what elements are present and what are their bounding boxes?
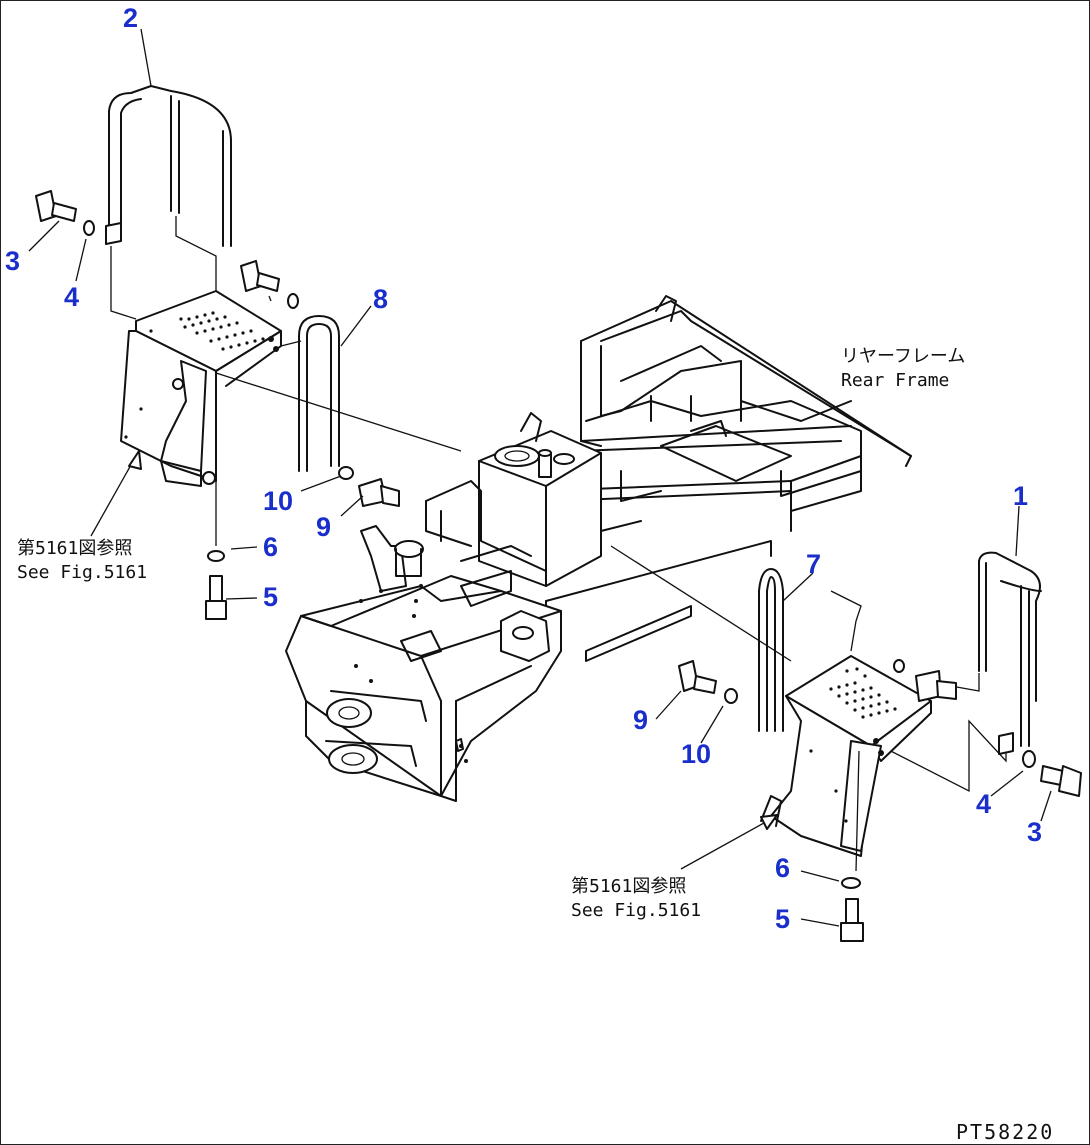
callout-4-right-washer: 4 xyxy=(976,789,992,819)
callout-10-left-washer: 10 xyxy=(263,486,294,516)
left-upper-bolt-drawing xyxy=(35,190,95,236)
callout-9-left-bolt: 9 xyxy=(316,512,332,542)
callout-3-left-bolt: 3 xyxy=(5,246,21,276)
right-plate-hole-pattern xyxy=(829,667,897,719)
rear-frame-label-jp: リヤーフレーム xyxy=(841,346,966,367)
reference-note-left-jp: 第5161図参照 xyxy=(17,538,133,559)
callout-8-left-grab-bar: 8 xyxy=(373,284,389,314)
callout-5-right-bolt: 5 xyxy=(775,904,791,934)
reference-note-right-en: See Fig.5161 xyxy=(571,900,702,921)
reference-note-right: 第5161図参照 See Fig.5161 xyxy=(571,875,701,923)
reference-note-left: 第5161図参照 See Fig.5161 xyxy=(17,537,147,585)
callout-2-left-handrail: 2 xyxy=(123,3,139,33)
callout-3-right-bolt: 3 xyxy=(1027,817,1043,847)
rear-frame-assembly xyxy=(285,295,912,802)
drawing-code: PT58220 xyxy=(956,1120,1055,1144)
callout-6-right-washer: 6 xyxy=(775,853,791,883)
callout-1-right-handrail: 1 xyxy=(1013,481,1029,511)
left-plate-hole-pattern xyxy=(179,311,265,351)
callout-5-left-bolt: 5 xyxy=(263,582,279,612)
right-handrail-assembly xyxy=(610,545,1082,942)
callout-9-right-bolt: 9 xyxy=(633,705,649,735)
reference-note-right-jp: 第5161図参照 xyxy=(571,876,687,897)
callout-leader-lines xyxy=(28,28,1052,927)
left-handrail-assembly xyxy=(35,85,462,620)
rear-frame-label-en: Rear Frame xyxy=(841,370,950,391)
callout-6-left-washer: 6 xyxy=(263,532,279,562)
callout-4-left-washer: 4 xyxy=(64,282,80,312)
callout-10-right-washer: 10 xyxy=(681,739,712,769)
rear-frame-label: リヤーフレーム Rear Frame xyxy=(841,345,965,393)
callout-7-right-grab-bar: 7 xyxy=(806,549,822,579)
reference-note-left-en: See Fig.5161 xyxy=(17,562,148,583)
left-upper-bolt-2-drawing xyxy=(240,260,299,309)
